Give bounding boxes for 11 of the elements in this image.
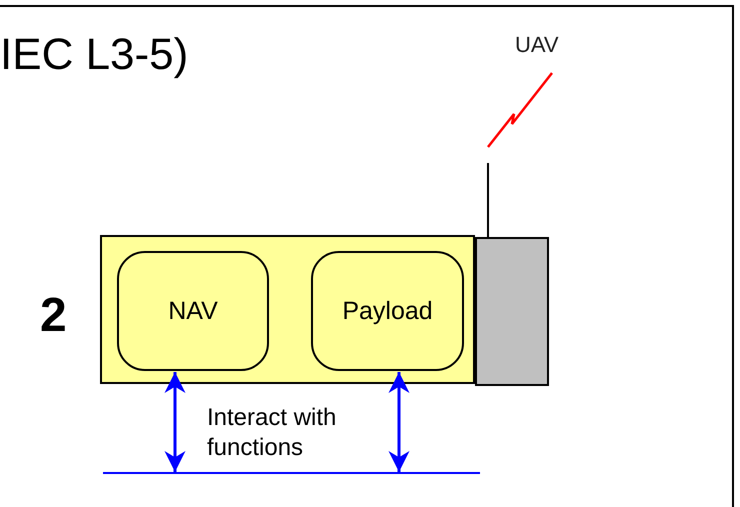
function-box: NAV (117, 251, 269, 371)
module-box (100, 235, 475, 384)
note-text: Interact with functions (207, 403, 338, 463)
uav-label: UAV (515, 32, 559, 58)
title: IEC L3-5) (0, 30, 188, 80)
bus-line (103, 472, 480, 474)
double-arrow (388, 372, 410, 472)
layer-number: 2 (40, 288, 67, 343)
module-box (475, 237, 549, 386)
double-arrow (164, 372, 186, 472)
function-box: Payload (311, 251, 464, 371)
